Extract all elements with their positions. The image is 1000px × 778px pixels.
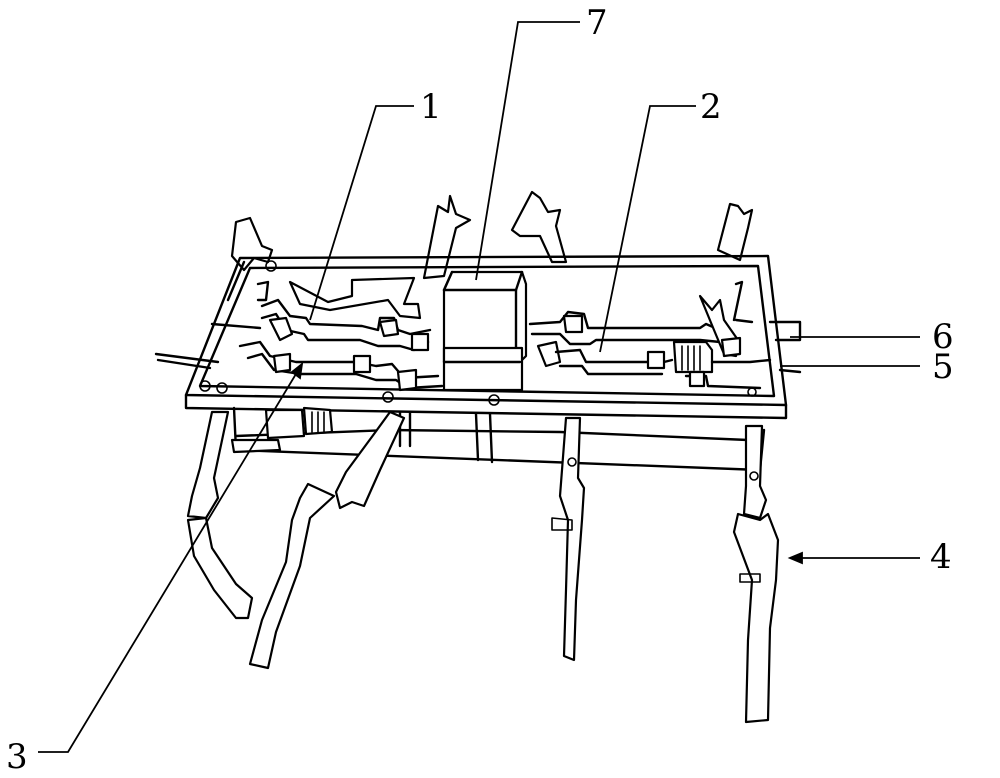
callout-label-5: 5 [932,347,954,387]
central-gearbox [444,272,526,390]
callout-label-3: 3 [6,737,28,777]
right-shaft-assembly [530,282,770,388]
callout-label-1: 1 [420,87,442,127]
callout-label-4: 4 [930,537,952,577]
callout-label-2: 2 [700,87,722,127]
left-shaft-assembly [240,278,442,390]
callout-label-7: 7 [586,3,608,43]
